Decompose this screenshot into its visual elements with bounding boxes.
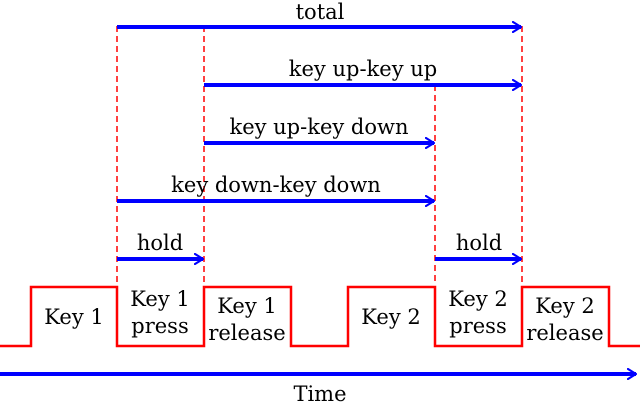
- label-down-down: key down-key down: [171, 173, 381, 197]
- guide-lines: [116, 26, 523, 285]
- interval-arrows: [0, 27, 636, 374]
- block-key1-release-line1: Key 1: [217, 294, 276, 318]
- block-key1-press-line1: Key 1: [130, 287, 189, 311]
- time-axis-label: Time: [293, 382, 346, 405]
- label-up-up: key up-key up: [289, 57, 437, 81]
- block-key2-release-line1: Key 2: [535, 294, 594, 318]
- label-up-down: key up-key down: [229, 115, 408, 139]
- block-key2-press-line1: Key 2: [448, 287, 507, 311]
- block-key2: Key 2: [361, 305, 420, 329]
- label-hold-1: hold: [137, 231, 183, 255]
- block-key1-release-line2: release: [208, 321, 285, 345]
- block-key2-release-line2: release: [526, 321, 603, 345]
- label-total: total: [296, 0, 345, 24]
- block-key2-press-line2: press: [449, 314, 506, 338]
- block-key1: Key 1: [44, 305, 103, 329]
- keystroke-signal: [0, 285, 640, 348]
- block-key1-press-line2: press: [131, 314, 188, 338]
- label-hold-2: hold: [456, 231, 502, 255]
